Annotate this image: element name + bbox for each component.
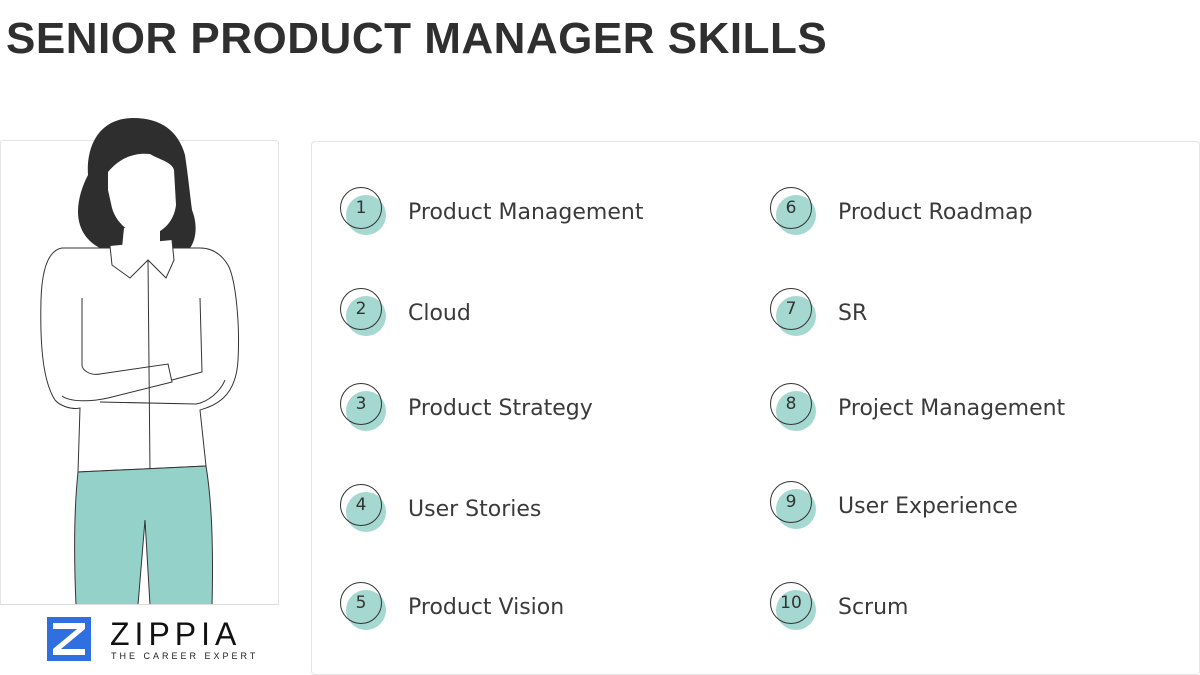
skill-label: Product Strategy — [408, 395, 593, 421]
page-title: SENIOR PRODUCT MANAGER SKILLS — [6, 14, 828, 63]
number-badge: 7 — [768, 287, 820, 339]
skill-item: 4 User Stories — [338, 484, 541, 534]
skill-label: User Stories — [408, 496, 542, 522]
skill-item: 6 Product Roadmap — [768, 187, 1033, 237]
brand-name[interactable]: ZIPPIA — [110, 616, 242, 652]
skill-item: 7 SR — [768, 288, 867, 338]
number-badge: 6 — [768, 186, 820, 238]
number-badge: 10 — [768, 581, 820, 633]
skill-item: 9 User Experience — [768, 481, 1018, 531]
skill-item: 1 Product Management — [338, 187, 643, 237]
skill-label: User Experience — [838, 493, 1018, 519]
number-badge: 4 — [338, 483, 390, 535]
skill-label: Cloud — [408, 300, 471, 326]
number-badge: 3 — [338, 382, 390, 434]
brand-footer — [0, 604, 279, 675]
skill-label: Product Management — [408, 199, 644, 225]
skill-item: 3 Product Strategy — [338, 383, 593, 433]
skill-item: 2 Cloud — [338, 288, 471, 338]
skill-item: 10 Scrum — [768, 582, 908, 632]
skill-item: 5 Product Vision — [338, 582, 564, 632]
skill-label: Scrum — [838, 594, 909, 620]
skill-label: Product Vision — [408, 594, 565, 620]
brand-tagline: THE CAREER EXPERT — [111, 651, 259, 661]
number-badge: 1 — [338, 186, 390, 238]
zippia-z-logo-icon[interactable] — [47, 617, 91, 661]
skill-label: Project Management — [838, 395, 1066, 421]
woman-arms-crossed-illustration-icon — [40, 118, 239, 605]
skill-label: SR — [838, 300, 868, 326]
number-badge: 5 — [338, 581, 390, 633]
skills-card — [311, 141, 1200, 675]
number-badge: 8 — [768, 382, 820, 434]
skill-label: Product Roadmap — [838, 199, 1033, 225]
number-badge: 2 — [338, 287, 390, 339]
number-badge: 9 — [768, 480, 820, 532]
skill-item: 8 Project Management — [768, 383, 1065, 433]
